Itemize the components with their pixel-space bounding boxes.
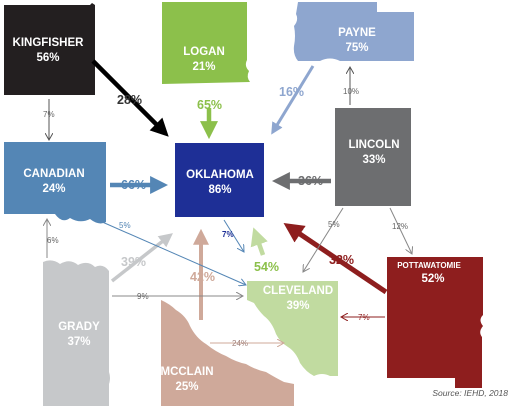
flow-label-cleveland-oklahoma: 54%: [254, 260, 279, 274]
flow-label-canadian-cleveland: 5%: [119, 221, 131, 230]
arrow-canadian-cleveland: [99, 220, 246, 285]
county-shape-oklahoma: [175, 143, 264, 217]
arrow-lincoln-cleveland: [303, 207, 344, 272]
county-pct-oklahoma: 86%: [208, 184, 231, 196]
arrow-payne-oklahoma: [271, 65, 315, 135]
county-pct-grady: 37%: [67, 336, 90, 348]
flow-label-grady-cleveland: 9%: [137, 292, 149, 301]
county-pct-logan: 21%: [192, 61, 215, 73]
flow-label-pottawatomie-cleveland: 7%: [358, 313, 370, 322]
county-shape-pottawatomie: [387, 257, 483, 388]
county-name-logan: LOGAN: [183, 46, 225, 58]
county-shape-mcclain: [161, 300, 294, 406]
county-name-payne: PAYNE: [338, 27, 376, 39]
county-name-cleveland: CLEVELAND: [263, 285, 333, 297]
county-pct-canadian: 24%: [42, 183, 65, 195]
county-pct-pottawatomie: 52%: [421, 273, 444, 285]
county-name-canadian: CANADIAN: [23, 168, 84, 180]
arrow-grady-oklahoma: [110, 233, 173, 283]
flow-label-lincoln-cleveland: 5%: [328, 220, 340, 229]
flow-label-pottawatomie-oklahoma: 32%: [329, 253, 354, 267]
flow-label-mcclain-cleveland: 24%: [232, 339, 248, 348]
arrow-cleveland-oklahoma: [250, 227, 268, 256]
county-name-grady: GRADY: [58, 321, 100, 333]
flow-label-lincoln-payne: 10%: [343, 87, 359, 96]
county-name-mcclain: MCCLAIN: [160, 366, 213, 378]
county-pct-cleveland: 39%: [286, 300, 309, 312]
flow-label-oklahoma-cleveland: 7%: [222, 230, 234, 239]
county-shape-cleveland: [247, 281, 338, 376]
county-shape-kingfisher: [4, 3, 95, 95]
county-shape-grady: [43, 260, 110, 406]
arrow-pottawatomie-oklahoma: [283, 222, 388, 295]
county-shape-canadian: [4, 142, 106, 224]
county-shape-payne: [293, 2, 414, 61]
county-pct-kingfisher: 56%: [36, 52, 59, 64]
flow-label-logan-oklahoma: 65%: [197, 98, 222, 112]
flow-label-grady-canadian: 6%: [47, 236, 59, 245]
county-name-pottawatomie: POTTAWATOMIE: [397, 261, 461, 270]
flow-label-grady-oklahoma: 39%: [121, 255, 146, 269]
flow-label-lincoln-pottawatomie: 12%: [392, 222, 408, 231]
flow-label-kingfisher-canadian: 7%: [43, 110, 55, 119]
flow-label-kingfisher-oklahoma: 28%: [117, 93, 142, 107]
arrow-kingfisher-oklahoma: [91, 59, 169, 137]
flow-label-canadian-oklahoma: 66%: [121, 178, 146, 192]
county-shape-logan: [162, 2, 250, 84]
flow-label-lincoln-oklahoma: 36%: [298, 174, 323, 188]
county-name-oklahoma: OKLAHOMA: [186, 169, 254, 181]
county-name-kingfisher: KINGFISHER: [13, 37, 85, 49]
source-note: Source: IEHD, 2018: [432, 388, 508, 398]
flow-label-mcclain-oklahoma: 42%: [190, 270, 215, 284]
county-pct-mcclain: 25%: [175, 381, 198, 393]
county-pct-payne: 75%: [345, 42, 368, 54]
arrow-oklahoma-cleveland: [223, 219, 244, 252]
flow-label-payne-oklahoma: 16%: [279, 85, 304, 99]
county-shape-lincoln: [335, 108, 411, 206]
arrow-lincoln-pottawatomie: [389, 207, 412, 254]
county-name-lincoln: LINCOLN: [348, 139, 399, 151]
county-pct-lincoln: 33%: [362, 154, 385, 166]
